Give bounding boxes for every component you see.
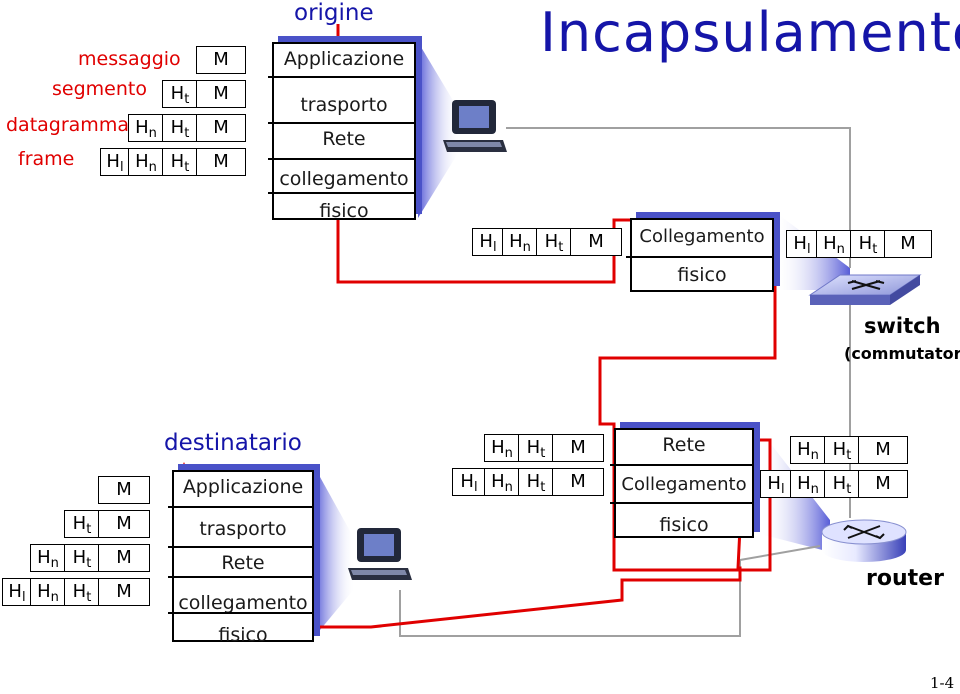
destination-layer-link: collegamento [178, 592, 308, 614]
header-ht: Ht [162, 114, 198, 142]
destination-protocol-stack: Applicazione trasporto Rete collegamento… [168, 470, 314, 646]
switch-label: switch [864, 314, 941, 338]
legend-messaggio: messaggio [78, 48, 181, 70]
source-layer-link: collegamento [279, 168, 409, 190]
switch-protocol-stack: Collegamento fisico [626, 218, 774, 292]
header-m: M [196, 46, 246, 74]
source-protocol-stack: Applicazione trasporto Rete collegamento… [268, 42, 416, 222]
legend-segmento: segmento [52, 78, 147, 100]
header-m: M [196, 80, 246, 108]
switch-sublabel: (commutatore) [844, 344, 960, 363]
header-hl: Hl [100, 148, 130, 176]
destination-layer-physical: fisico [218, 624, 268, 646]
computer-icon [348, 528, 412, 580]
destination-label: destinatario [164, 430, 302, 456]
header-ht: Ht [162, 80, 198, 108]
source-label: origine [294, 0, 374, 26]
header-ht: Ht [162, 148, 198, 176]
router-icon [821, 519, 907, 562]
page-title: Incapsulamento [540, 1, 960, 64]
switch-layer-link: Collegamento [639, 226, 765, 247]
header-m: M [196, 148, 246, 176]
source-layer-transport: trasporto [300, 94, 388, 116]
destination-layer-application: Applicazione [182, 476, 304, 498]
source-projection [418, 42, 460, 218]
router-protocol-stack: Rete Collegamento fisico [610, 428, 754, 538]
router-layer-network: Rete [662, 434, 706, 456]
router-layer-link: Collegamento [621, 474, 747, 495]
page-number: 1-4 [930, 674, 955, 692]
destination-layer-transport: trasporto [199, 518, 287, 540]
router-label: router [866, 566, 944, 591]
switch-icon [808, 274, 922, 305]
router-layer-physical: fisico [659, 514, 709, 536]
source-layer-application: Applicazione [283, 48, 405, 70]
legend-datagramma: datagramma [6, 114, 129, 136]
header-m: M [196, 114, 246, 142]
computer-icon [443, 100, 507, 152]
destination-projection [315, 468, 355, 636]
switch-layer-physical: fisico [677, 264, 727, 286]
source-layer-physical: fisico [319, 200, 369, 222]
header-hn: Hn [128, 114, 164, 142]
legend-frame: frame [18, 148, 75, 170]
network-links [399, 127, 851, 637]
source-layer-network: Rete [322, 128, 366, 150]
header-hn: Hn [128, 148, 164, 176]
destination-layer-network: Rete [221, 552, 265, 574]
